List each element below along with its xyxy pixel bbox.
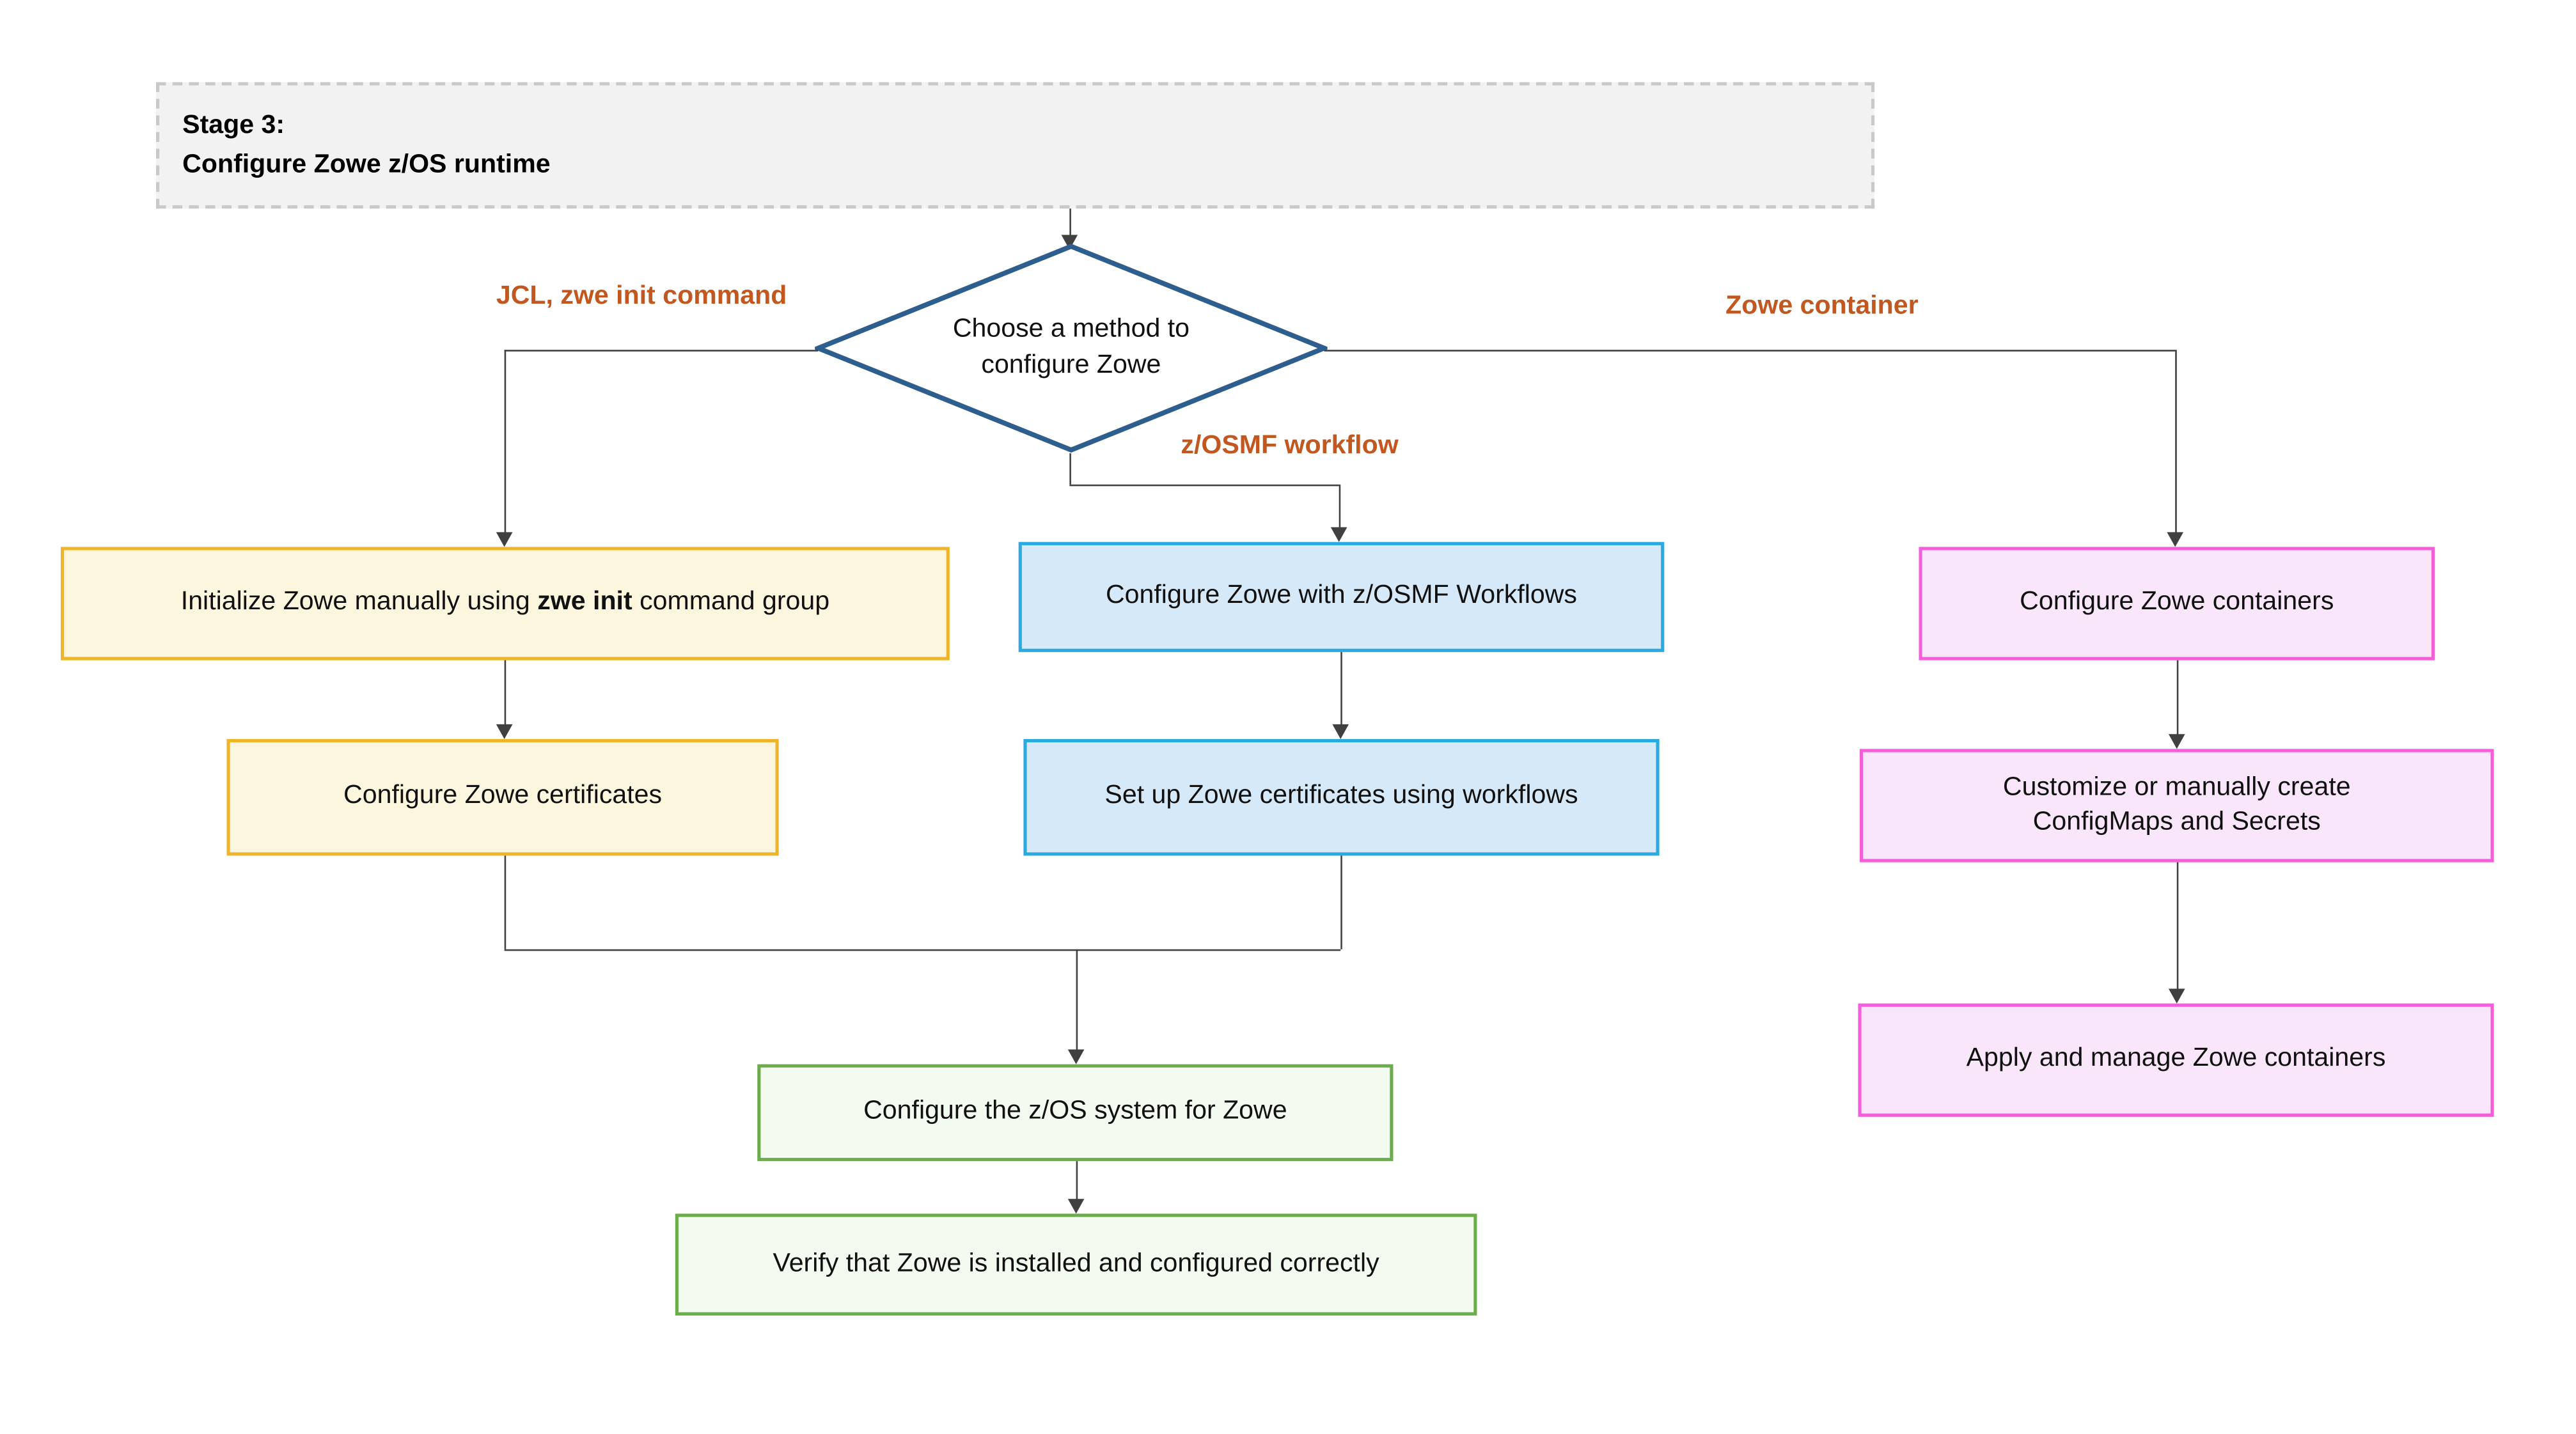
connector <box>504 350 507 534</box>
node-initialize-zowe-pre: Initialize Zowe manually using <box>180 588 538 616</box>
connector <box>1069 208 1071 237</box>
node-configmaps-secrets-label: Customize or manually create ConfigMaps … <box>2002 773 2351 836</box>
node-configure-zos-system: Configure the z/OS system for Zowe <box>757 1064 1394 1162</box>
node-initialize-zowe-post: command group <box>632 588 830 616</box>
node-configure-certificates: Configure Zowe certificates <box>226 739 779 856</box>
arrowhead-icon <box>2168 734 2185 749</box>
connector <box>2176 660 2179 736</box>
node-configure-zosmf-workflows: Configure Zowe with z/OSMF Workflows <box>1018 542 1665 652</box>
decision-choose-method: Choose a method to configure Zowe <box>815 243 1328 453</box>
node-configure-containers: Configure Zowe containers <box>1919 547 2435 660</box>
connector <box>1324 350 2176 352</box>
stage-banner: Stage 3: Configure Zowe z/OS runtime <box>156 82 1875 209</box>
connector <box>504 855 507 949</box>
node-setup-certificates-workflows: Set up Zowe certificates using workflows <box>1023 739 1660 856</box>
arrowhead-icon <box>1067 1199 1085 1214</box>
arrowhead-icon <box>496 724 513 740</box>
connector <box>1340 651 1342 726</box>
node-configure-containers-label: Configure Zowe containers <box>2020 588 2334 616</box>
node-verify-installation-label: Verify that Zowe is installed and config… <box>773 1249 1379 1277</box>
connector <box>1076 1161 1078 1201</box>
connector <box>504 949 1341 951</box>
branch-label-zosmf-workflow: z/OSMF workflow <box>1181 432 1399 460</box>
diamond-shape <box>815 244 1328 453</box>
arrowhead-icon <box>1067 1049 1085 1064</box>
connector <box>1069 453 1071 485</box>
node-configure-zos-system-label: Configure the z/OS system for Zowe <box>863 1097 1287 1125</box>
node-configmaps-secrets: Customize or manually create ConfigMaps … <box>1859 749 2494 862</box>
connector <box>1069 484 1339 487</box>
connector <box>2175 350 2177 534</box>
node-initialize-zowe: Initialize Zowe manually using zwe init … <box>61 547 950 660</box>
node-configure-zosmf-workflows-label: Configure Zowe with z/OSMF Workflows <box>1105 581 1577 610</box>
connector <box>1340 855 1342 949</box>
arrowhead-icon <box>496 532 513 547</box>
connector <box>2176 862 2179 991</box>
node-configure-certificates-label: Configure Zowe certificates <box>343 782 663 810</box>
arrowhead-icon <box>2167 532 2184 547</box>
arrowhead-icon <box>2168 988 2185 1004</box>
node-apply-manage-containers: Apply and manage Zowe containers <box>1858 1003 2494 1117</box>
stage-banner-line2: Configure Zowe z/OS runtime <box>182 150 551 178</box>
stage-banner-line1: Stage 3: <box>182 111 285 139</box>
connector <box>1339 484 1341 529</box>
connector <box>1076 949 1078 1052</box>
connector <box>504 660 507 726</box>
node-setup-certificates-workflows-label: Set up Zowe certificates using workflows <box>1104 782 1578 810</box>
arrowhead-icon <box>1330 527 1347 542</box>
branch-label-jcl-zwe-init: JCL, zwe init command <box>496 282 787 311</box>
arrowhead-icon <box>1332 724 1349 740</box>
node-initialize-zowe-command: zwe init <box>537 588 632 616</box>
branch-label-zowe-container: Zowe container <box>1725 292 1919 320</box>
decision-label: Choose a method to configure Zowe <box>952 315 1190 380</box>
node-apply-manage-containers-label: Apply and manage Zowe containers <box>1966 1045 2386 1073</box>
node-verify-installation: Verify that Zowe is installed and config… <box>675 1213 1477 1316</box>
connector <box>504 350 819 352</box>
